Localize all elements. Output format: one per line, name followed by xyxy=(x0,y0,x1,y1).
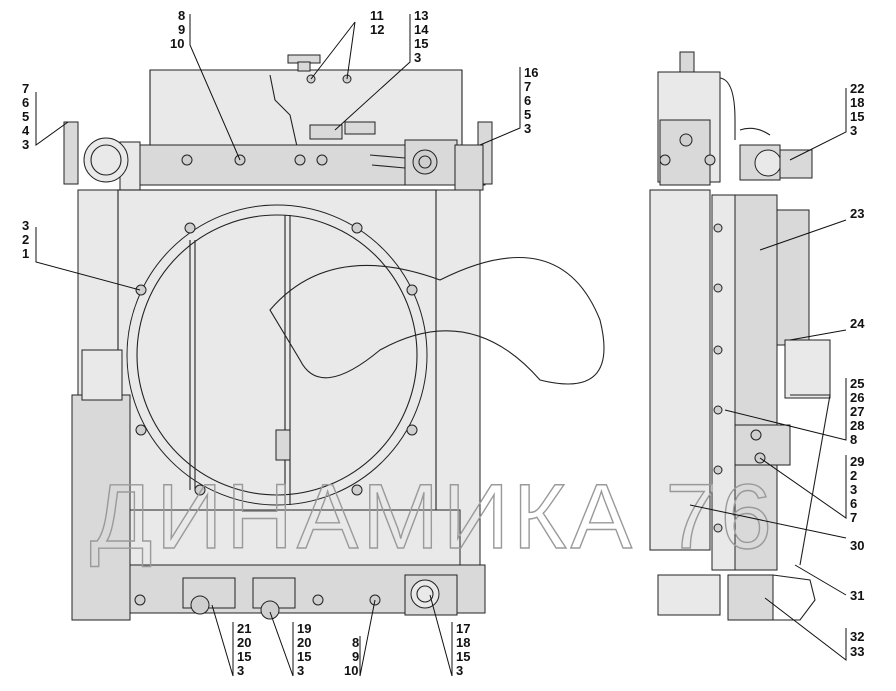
svg-text:7: 7 xyxy=(22,81,29,96)
svg-text:16: 16 xyxy=(524,65,538,80)
svg-text:6: 6 xyxy=(524,93,531,108)
watermark-text: ДИНАМИКА 76 xyxy=(90,466,776,568)
svg-text:20: 20 xyxy=(237,635,251,650)
svg-text:1: 1 xyxy=(22,246,29,261)
svg-text:3: 3 xyxy=(297,663,304,678)
svg-text:18: 18 xyxy=(456,635,470,650)
svg-text:15: 15 xyxy=(850,109,864,124)
svg-text:3: 3 xyxy=(456,663,463,678)
callout-top-8-9-10: 8 9 10 xyxy=(170,8,185,51)
callout-top-13: 13 14 15 3 xyxy=(414,8,429,65)
side-core xyxy=(649,189,711,551)
side-lower-tank xyxy=(657,574,721,616)
callout-top-11-12: 11 12 xyxy=(370,8,384,37)
fan-shroud-ring xyxy=(126,204,428,506)
svg-text:21: 21 xyxy=(237,621,251,636)
svg-text:6: 6 xyxy=(22,95,29,110)
svg-text:28: 28 xyxy=(850,418,864,433)
side-lower-pipe-32 xyxy=(727,574,774,621)
svg-text:15: 15 xyxy=(414,36,428,51)
svg-text:12: 12 xyxy=(370,22,384,37)
svg-text:20: 20 xyxy=(297,635,311,650)
svg-text:3: 3 xyxy=(22,137,29,152)
svg-text:14: 14 xyxy=(414,22,429,37)
callout-side-31: 31 xyxy=(850,588,864,603)
svg-text:18: 18 xyxy=(850,95,864,110)
callout-side-29: 29 2 3 6 7 xyxy=(850,454,864,525)
svg-text:3: 3 xyxy=(237,663,244,678)
svg-text:13: 13 xyxy=(414,8,428,23)
svg-text:7: 7 xyxy=(524,79,531,94)
svg-text:15: 15 xyxy=(456,649,470,664)
callout-bottom-21: 21 20 15 3 xyxy=(237,621,251,678)
callout-side-24: 24 xyxy=(850,316,865,331)
callout-bottom-8-9-10: 8 9 10 xyxy=(344,635,359,678)
svg-text:3: 3 xyxy=(414,50,421,65)
callout-side-23: 23 xyxy=(850,206,864,221)
svg-text:9: 9 xyxy=(178,22,185,37)
svg-text:11: 11 xyxy=(370,8,384,23)
svg-text:6: 6 xyxy=(850,496,857,511)
svg-text:15: 15 xyxy=(237,649,251,664)
left-bracket xyxy=(63,121,79,185)
svg-text:3: 3 xyxy=(850,123,857,138)
callout-bottom-19: 19 20 15 3 xyxy=(297,621,311,678)
svg-text:15: 15 xyxy=(297,649,311,664)
callout-left-middle: 3 2 1 xyxy=(22,218,29,261)
svg-text:2: 2 xyxy=(850,468,857,483)
upper-pipe-ring xyxy=(83,137,129,183)
callout-top-16: 16 7 6 5 3 xyxy=(524,65,538,136)
callout-bottom-17: 17 18 15 3 xyxy=(456,621,470,678)
vent-pipe xyxy=(269,74,301,161)
svg-text:3: 3 xyxy=(22,218,29,233)
svg-text:3: 3 xyxy=(524,121,531,136)
svg-text:3: 3 xyxy=(850,482,857,497)
svg-text:8: 8 xyxy=(352,635,359,650)
svg-text:10: 10 xyxy=(170,36,184,51)
svg-text:8: 8 xyxy=(850,432,857,447)
front-view xyxy=(63,54,493,621)
shroud-bolts xyxy=(135,222,418,496)
svg-text:2: 2 xyxy=(22,232,29,247)
side-fan-guard-24 xyxy=(776,209,810,346)
side-view xyxy=(649,51,831,621)
side-bolts xyxy=(713,223,723,533)
expansion-tank xyxy=(149,69,463,146)
watermark: ДИНАМИКА 76 xyxy=(89,257,776,569)
callout-left-upper: 7 6 5 4 3 xyxy=(22,81,30,152)
svg-text:27: 27 xyxy=(850,404,864,419)
svg-text:5: 5 xyxy=(524,107,531,122)
svg-text:8: 8 xyxy=(178,8,185,23)
svg-text:22: 22 xyxy=(850,81,864,96)
svg-text:33: 33 xyxy=(850,644,864,659)
leader-lines xyxy=(35,14,847,677)
svg-text:32: 32 xyxy=(850,629,864,644)
svg-text:10: 10 xyxy=(344,663,358,678)
svg-text:9: 9 xyxy=(352,649,359,664)
callout-side-25: 25 26 27 28 8 xyxy=(850,376,864,447)
callout-side-30: 30 xyxy=(850,538,864,553)
svg-text:29: 29 xyxy=(850,454,864,469)
callout-side-22: 22 18 15 3 xyxy=(850,81,864,138)
svg-text:7: 7 xyxy=(850,510,857,525)
callout-side-32: 32 33 xyxy=(850,629,864,659)
svg-text:5: 5 xyxy=(22,109,29,124)
svg-text:4: 4 xyxy=(22,123,30,138)
svg-text:25: 25 xyxy=(850,376,864,391)
svg-text:19: 19 xyxy=(297,621,311,636)
svg-text:17: 17 xyxy=(456,621,470,636)
svg-text:26: 26 xyxy=(850,390,864,405)
